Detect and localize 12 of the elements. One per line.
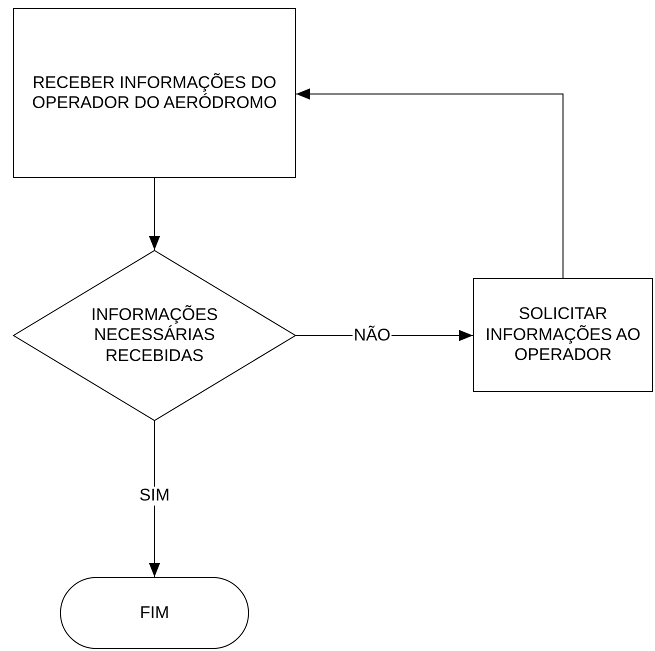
- terminal-shape: [60, 577, 249, 649]
- node-label: RECEBER INFORMAÇÕES DO OPERADOR DO AERÓDROMO: [31, 72, 278, 114]
- node-label: SOLICITAR INFORMAÇÕES AO OPERADOR: [484, 304, 642, 366]
- decision-diamond: [13, 250, 296, 421]
- arrow: [148, 178, 160, 250]
- node-label: FIM: [140, 602, 170, 624]
- edge-label: SIM: [138, 486, 171, 506]
- arrow: [148, 420, 160, 578]
- process-box: [473, 278, 653, 392]
- arrow: [296, 88, 564, 278]
- process-box: [13, 8, 296, 178]
- node-label: INFORMAÇÕES NECESSÁRIAS RECEBIDAS: [90, 304, 219, 366]
